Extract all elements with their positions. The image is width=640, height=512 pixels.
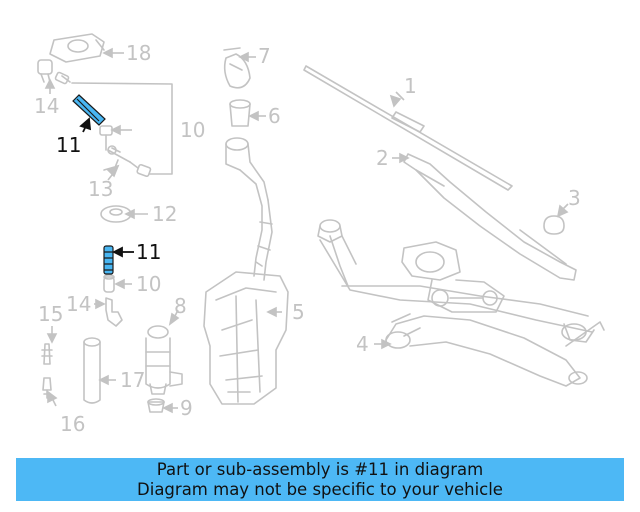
callout-14-lower: 14: [66, 292, 92, 316]
part-18-nozzle: [49, 33, 105, 63]
callout-10-top: 10: [180, 118, 206, 142]
callout-4: 4: [356, 332, 369, 356]
callout-17: 17: [120, 368, 146, 392]
callout-11-lower: 11: [136, 240, 162, 264]
callout-1: 1: [404, 74, 417, 98]
part-10-hose-top: [54, 71, 173, 177]
part-14-connector-lower: [105, 297, 123, 327]
part-17-tube: [83, 337, 101, 404]
caption-banner: Part or sub-assembly is #11 in diagram D…: [16, 458, 624, 501]
callout-7: 7: [258, 44, 271, 68]
part-7-cap: [223, 47, 251, 89]
part-3-cap: [543, 215, 565, 235]
callout-6: 6: [268, 104, 281, 128]
callout-14-top: 14: [34, 94, 60, 118]
callout-16: 16: [60, 412, 86, 436]
callout-9: 9: [180, 396, 193, 420]
part-9-grommet: [147, 398, 165, 413]
part-2-wiper-blade: [403, 153, 577, 281]
part-8-pump: [145, 325, 183, 395]
callout-10-lower: 10: [136, 272, 162, 296]
parts-diagram: [37, 33, 605, 414]
callout-15: 15: [38, 302, 64, 326]
callout-13: 13: [88, 177, 114, 201]
callout-8: 8: [174, 294, 187, 318]
part-6-filler-neck: [229, 99, 251, 127]
part-10-connector-lower: [103, 274, 115, 293]
part-5-reservoir: [203, 137, 289, 405]
callout-2: 2: [376, 146, 389, 170]
caption-line-2: Diagram may not be specific to your vehi…: [137, 479, 503, 499]
part-11-highlighted: [72, 94, 114, 275]
callout-18: 18: [126, 41, 152, 65]
callout-11-top: 11: [56, 133, 82, 157]
callout-3: 3: [568, 186, 581, 210]
part-15-sensor: [41, 343, 53, 365]
callout-5: 5: [292, 300, 305, 324]
part-4-linkage: [317, 219, 605, 387]
caption-line-1: Part or sub-assembly is #11 in diagram: [156, 459, 484, 479]
part-1-wiper-arm: [303, 65, 513, 191]
callout-12: 12: [152, 202, 178, 226]
part-11-hose-lower: [103, 245, 114, 275]
